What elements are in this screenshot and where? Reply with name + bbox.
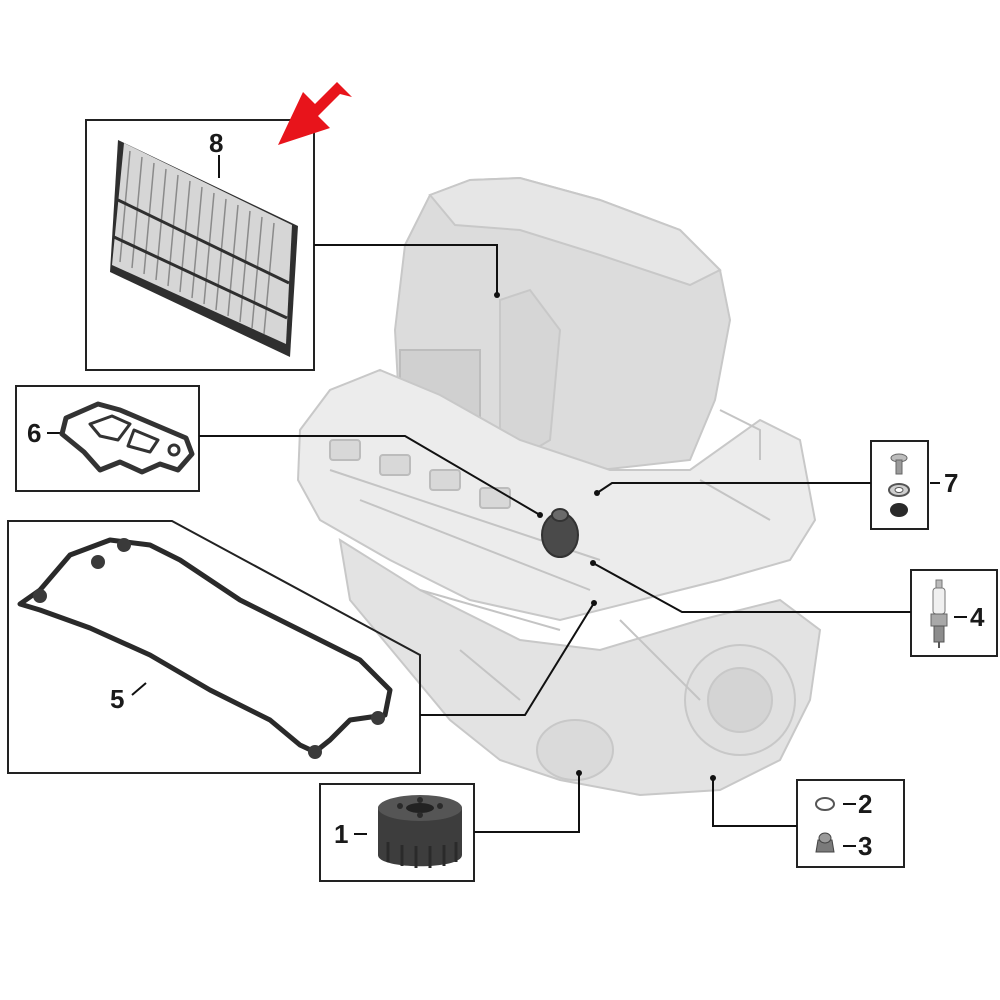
callout-2: 2 [858, 789, 872, 819]
box-item-2-3 [796, 779, 905, 868]
leader-item-5 [420, 602, 595, 716]
callout-1: 1 [334, 819, 348, 849]
oil-filter-part [378, 795, 462, 868]
gasket-grommets [33, 538, 385, 759]
air-filter-part [110, 140, 298, 357]
callout-5: 5 [110, 684, 124, 714]
tick-5 [131, 682, 147, 696]
callout-7: 7 [944, 468, 958, 498]
seal-ring-part [815, 797, 835, 811]
engine-assembly-illustration [296, 176, 822, 797]
spark-plug-part [930, 579, 948, 648]
leader-lines [47, 155, 967, 847]
callout-3: 3 [858, 831, 872, 861]
bolt-washer-seal-part [888, 453, 910, 517]
leader-item-7 [596, 482, 871, 494]
throttle-gasket-part [59, 401, 195, 475]
leader-item-6 [199, 435, 541, 516]
box-item-6 [15, 385, 200, 492]
drain-plug-part [815, 832, 835, 853]
callout-8: 8 [209, 128, 223, 158]
callout-4: 4 [970, 602, 985, 632]
callout-labels: 8 6 7 4 5 2 3 1 [27, 128, 985, 861]
highlight-arrow-icon [278, 82, 352, 145]
valve-cover-gasket-part [17, 537, 393, 755]
leader-item-2-3 [712, 778, 797, 827]
callout-6: 6 [27, 418, 41, 448]
leader-item-4 [592, 562, 911, 613]
leader-item-8 [314, 244, 498, 295]
box-item-7 [870, 440, 929, 530]
leader-item-1 [474, 773, 580, 833]
leader-dots [494, 292, 716, 781]
